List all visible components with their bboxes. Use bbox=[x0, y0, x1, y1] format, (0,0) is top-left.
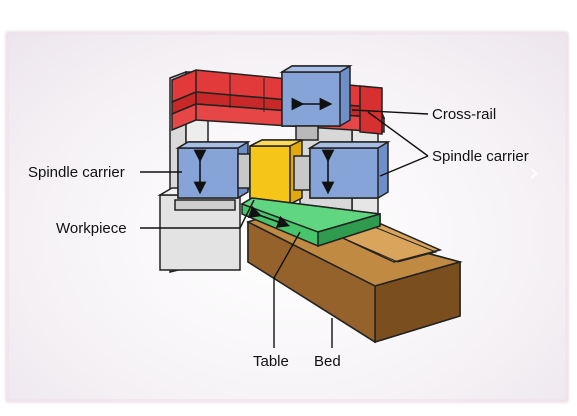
label-table: Table bbox=[253, 353, 289, 370]
label-cross-rail: Cross-rail bbox=[432, 106, 496, 123]
leader-workpiece-2 bbox=[239, 199, 255, 229]
label-spindle-carrier-left: Spindle carrier bbox=[28, 164, 125, 181]
leader-table bbox=[273, 231, 301, 279]
workpiece bbox=[249, 139, 303, 205]
leader-spindle-top bbox=[367, 111, 429, 157]
bed bbox=[246, 211, 463, 344]
table bbox=[240, 197, 381, 248]
chevron-right-icon[interactable]: › bbox=[528, 158, 540, 188]
label-spindle-carrier-right: Spindle carrier bbox=[432, 148, 529, 165]
leader-spindle-right bbox=[379, 155, 429, 177]
leader-cross-rail bbox=[351, 109, 429, 115]
label-workpiece: Workpiece bbox=[56, 220, 127, 237]
label-bed: Bed bbox=[314, 353, 341, 370]
leader-lines bbox=[140, 109, 429, 348]
left-spindle-carrier bbox=[175, 141, 251, 199]
top-spindle-carrier bbox=[279, 65, 353, 141]
right-spindle-carrier bbox=[293, 141, 391, 199]
